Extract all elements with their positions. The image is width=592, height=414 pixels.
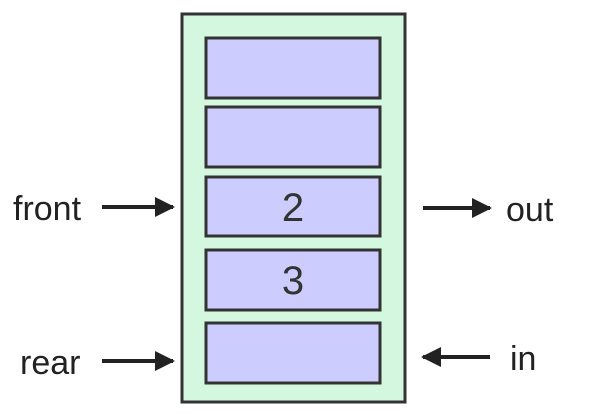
in-label: in [510,340,537,378]
out-label: out [506,191,554,229]
queue-cell-4 [204,248,382,312]
queue-cell-4-value: 3 [281,259,305,303]
queue-cell-1 [204,36,382,100]
queue-cell-3-value: 2 [281,186,305,230]
front-label: front [13,190,82,228]
queue-cell-3 [204,175,382,238]
queue-cell-5 [204,321,382,385]
queue-cell-2 [204,105,382,169]
rear-label: rear [20,344,81,382]
